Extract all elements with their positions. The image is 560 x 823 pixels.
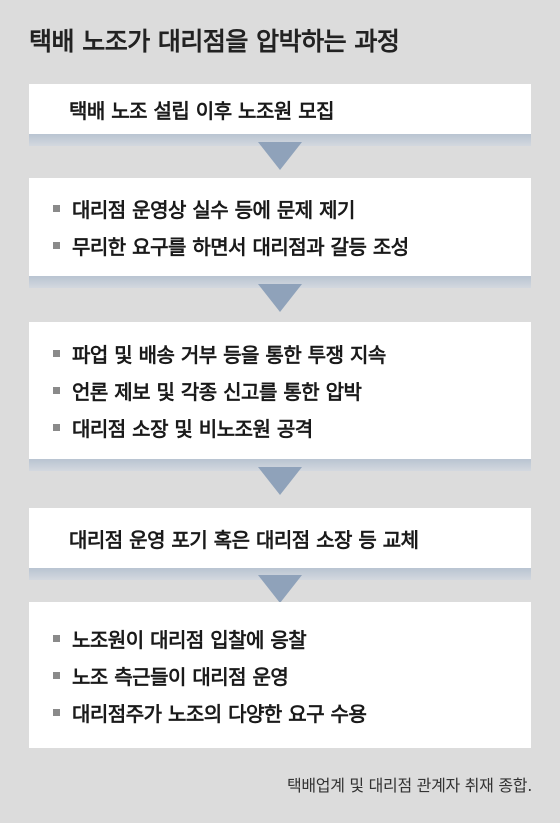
step-4-text: 대리점 운영 포기 혹은 대리점 소장 등 교체 — [69, 527, 419, 552]
bullet-square-icon — [53, 634, 60, 642]
step-2-item-2: 무리한 요구를 하면서 대리점과 갈등 조성 — [72, 235, 409, 259]
bullet-square-icon — [53, 350, 60, 357]
bullet-square-icon — [53, 424, 60, 431]
step-5-item-3: 대리점주가 노조의 다양한 요구 수용 — [72, 701, 367, 726]
list-item: 무리한 요구를 하면서 대리점과 갈등 조성 — [53, 227, 531, 264]
list-item: 노조 측근들이 대리점 운영 — [53, 657, 531, 694]
step-3-item-2: 언론 제보 및 각종 신고를 통한 압박 — [72, 380, 362, 404]
list-item: 언론 제보 및 각종 신고를 통한 압박 — [53, 372, 531, 409]
step-3-item-3: 대리점 소장 및 비노조원 공격 — [72, 417, 313, 441]
step-1-box: 택배 노조 설립 이후 노조원 모집 — [29, 84, 531, 134]
step-3-item-1: 파업 및 배송 거부 등을 통한 투쟁 지속 — [72, 343, 386, 367]
step-1-shadow — [29, 134, 531, 146]
diagram-title: 택배 노조가 대리점을 압박하는 과정 — [29, 27, 400, 56]
step-4-box: 대리점 운영 포기 혹은 대리점 소장 등 교체 — [29, 508, 531, 568]
step-2-shadow — [29, 276, 531, 288]
down-arrow-icon — [258, 284, 302, 312]
list-item: 파업 및 배송 거부 등을 통한 투쟁 지속 — [53, 335, 531, 372]
step-4-shadow — [29, 568, 531, 580]
bullet-square-icon — [53, 708, 60, 716]
bullet-square-icon — [53, 205, 60, 212]
step-2-box: 대리점 운영상 실수 등에 문제 제기 무리한 요구를 하면서 대리점과 갈등 … — [29, 178, 531, 276]
list-item: 대리점 소장 및 비노조원 공격 — [53, 409, 531, 446]
step-3-box: 파업 및 배송 거부 등을 통한 투쟁 지속 언론 제보 및 각종 신고를 통한… — [29, 322, 531, 459]
list-item: 대리점주가 노조의 다양한 요구 수용 — [53, 694, 531, 731]
bullet-square-icon — [53, 387, 60, 394]
step-2-item-1: 대리점 운영상 실수 등에 문제 제기 — [72, 198, 355, 222]
step-5-box: 노조원이 대리점 입찰에 응찰 노조 측근들이 대리점 운영 대리점주가 노조의… — [29, 602, 531, 748]
step-3-shadow — [29, 459, 531, 471]
down-arrow-icon — [258, 467, 302, 495]
list-item: 노조원이 대리점 입찰에 응찰 — [53, 620, 531, 657]
step-5-item-1: 노조원이 대리점 입찰에 응찰 — [72, 627, 307, 652]
down-arrow-icon — [258, 575, 302, 603]
step-1-text: 택배 노조 설립 이후 노조원 모집 — [69, 98, 335, 123]
bullet-square-icon — [53, 671, 60, 679]
step-5-item-2: 노조 측근들이 대리점 운영 — [72, 664, 289, 689]
down-arrow-icon — [258, 142, 302, 170]
bullet-square-icon — [53, 242, 60, 249]
source-note: 택배업계 및 대리점 관계자 취재 종합. — [286, 776, 532, 795]
list-item: 대리점 운영상 실수 등에 문제 제기 — [53, 190, 531, 227]
